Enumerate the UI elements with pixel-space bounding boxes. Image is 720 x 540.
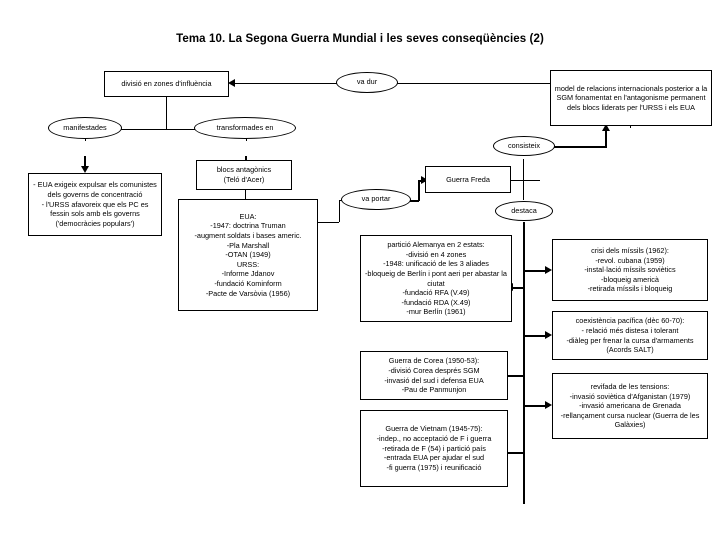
connector-manifestades-down (84, 156, 86, 168)
connector-divisio-split (85, 129, 247, 130)
node-manifestades[interactable]: manifestades (48, 117, 122, 139)
node-va-portar[interactable]: va portar (341, 189, 411, 210)
node-crisi-missils[interactable]: crisi dels míssils (1962): -revol. cuban… (552, 239, 708, 301)
node-guerra-vietnam-label: Guerra de Vietnam (1945-75): -indep., no… (376, 424, 492, 472)
connector-spine-to-coexistencia (524, 335, 549, 337)
connector-spine-to-particio (513, 287, 525, 289)
arrowhead-missils (545, 266, 552, 274)
connector-blocs-to-eua (245, 188, 246, 199)
node-manifestacions-detall[interactable]: - EUA exigeix expulsar els comunistes de… (28, 173, 162, 236)
node-consisteix[interactable]: consisteix (493, 136, 555, 156)
connector-gf-right (510, 180, 540, 181)
node-va-dur-label: va dur (356, 77, 378, 87)
arrowhead-coexistencia (545, 331, 552, 339)
connector-eua-right (317, 222, 339, 223)
arrowhead-model-to-divisio (228, 79, 235, 87)
page-title: Tema 10. La Segona Guerra Mundial i les … (176, 33, 544, 45)
arrowhead-consisteix-model (602, 124, 610, 131)
node-manifestacions-detall-label: - EUA exigeix expulsar els comunistes de… (33, 180, 157, 228)
arrowhead-revifada (545, 401, 552, 409)
node-destaca-label: destaca (511, 205, 537, 215)
connector-divisio-down (166, 97, 167, 129)
connector-consisteix-right (550, 146, 607, 148)
node-divisio-zones-influencia[interactable]: divisió en zones d'influència (104, 71, 229, 97)
connector-gf-to-destaca (523, 180, 524, 200)
node-blocs-antagonics[interactable]: blocs antagònics (Teló d'Acer) (196, 160, 292, 190)
node-coexistencia-pacifica[interactable]: coexistència pacífica (dèc 60-70): - rel… (552, 311, 708, 360)
node-eua-urss-label: EUA: -1947: doctrina Truman -augment sol… (194, 211, 302, 298)
node-transformades-en[interactable]: transformades en (194, 117, 296, 139)
arrowhead-guerra-freda (421, 176, 428, 184)
connector-spine-to-revifada (524, 405, 549, 407)
node-particio-alemanya[interactable]: partició Alemanya en 2 estats: -divisió … (360, 235, 512, 322)
node-revifada-tensions-label: revifada de les tensions: -invasió soviè… (560, 381, 700, 430)
node-transformades-en-label: transformades en (216, 122, 274, 132)
node-model-relacions-internacionals[interactable]: model de relacions internacionals poster… (550, 70, 712, 126)
node-guerra-corea[interactable]: Guerra de Corea (1950-53): -divisió Core… (360, 351, 508, 400)
arrowhead-manifestades (81, 166, 89, 173)
connector-spine-to-missils (524, 270, 549, 272)
connector-spine-to-corea (508, 375, 525, 377)
node-guerra-freda-label: Guerra Freda (446, 174, 490, 184)
node-model-relacions-internacionals-label: model de relacions internacionals poster… (554, 83, 708, 112)
node-particio-alemanya-label: partició Alemanya en 2 estats: -divisió … (365, 240, 507, 317)
connector-consisteix-up (605, 130, 607, 147)
node-guerra-vietnam[interactable]: Guerra de Vietnam (1945-75): -indep., no… (360, 410, 508, 487)
node-divisio-zones-influencia-label: divisió en zones d'influència (121, 79, 212, 89)
node-crisi-missils-label: crisi dels míssils (1962): -revol. cuban… (584, 245, 676, 294)
node-guerra-corea-label: Guerra de Corea (1950-53): -divisió Core… (384, 356, 484, 395)
connector-gf-to-consisteix (523, 159, 524, 180)
node-va-dur[interactable]: va dur (336, 72, 398, 93)
node-destaca[interactable]: destaca (495, 201, 553, 221)
node-manifestades-label: manifestades (63, 122, 107, 132)
node-eua-urss[interactable]: EUA: -1947: doctrina Truman -augment sol… (178, 199, 318, 311)
connector-model-to-divisio (235, 83, 630, 84)
connector-eua-up (339, 200, 340, 222)
node-guerra-freda[interactable]: Guerra Freda (425, 166, 511, 193)
connector-vaportar-up (418, 181, 420, 201)
node-blocs-antagonics-label: blocs antagònics (Teló d'Acer) (216, 165, 272, 184)
node-coexistencia-pacifica-label: coexistència pacífica (dèc 60-70): - rel… (566, 316, 694, 355)
node-revifada-tensions[interactable]: revifada de les tensions: -invasió soviè… (552, 373, 708, 439)
node-va-portar-label: va portar (361, 194, 391, 204)
connector-destaca-spine (523, 222, 525, 504)
node-consisteix-label: consisteix (507, 140, 541, 150)
connector-spine-to-vietnam (508, 452, 525, 454)
